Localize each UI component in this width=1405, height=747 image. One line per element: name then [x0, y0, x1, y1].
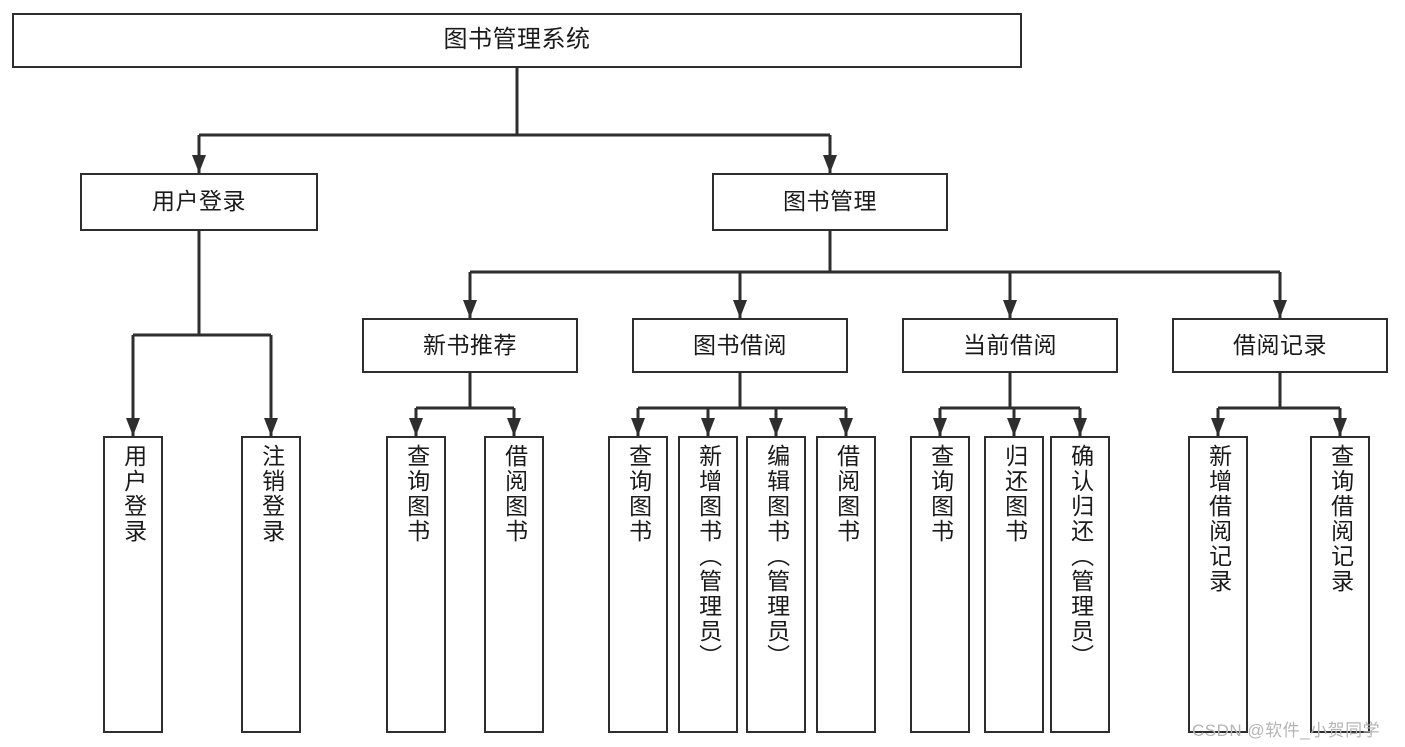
leaf-add-book-admin[interactable]: 新增图书（管理员）	[678, 436, 738, 733]
node-label: 注销登录	[258, 444, 285, 544]
node-label: 图书管理系统	[443, 26, 591, 54]
leaf-user-login[interactable]: 用户登录	[103, 436, 163, 733]
node-label: 查询图书	[927, 444, 954, 544]
node-label: 借阅记录	[1233, 331, 1327, 358]
node-root-book-management-system[interactable]: 图书管理系统	[12, 13, 1022, 68]
node-label: 图书借阅	[693, 331, 787, 358]
node-label: 当前借阅	[963, 331, 1057, 358]
node-label: 编辑图书（管理员）	[763, 444, 790, 669]
node-book-borrowing[interactable]: 图书借阅	[632, 318, 848, 373]
leaf-borrow-book-borrowing[interactable]: 借阅图书	[816, 436, 876, 733]
node-label: 用户登录	[120, 444, 147, 544]
node-current-borrowing[interactable]: 当前借阅	[902, 318, 1118, 373]
leaf-query-book-recommendation[interactable]: 查询图书	[386, 436, 446, 733]
csdn-watermark: CSDN @软件_小贺同学	[1192, 721, 1381, 740]
node-label: 新增借阅记录	[1205, 444, 1232, 594]
leaf-confirm-return-admin[interactable]: 确认归还（管理员）	[1050, 436, 1110, 733]
node-book-management[interactable]: 图书管理	[712, 173, 948, 231]
node-label: 查询借阅记录	[1327, 444, 1354, 594]
node-borrowing-records[interactable]: 借阅记录	[1172, 318, 1388, 373]
leaf-borrow-book-recommendation[interactable]: 借阅图书	[484, 436, 544, 733]
leaf-query-book-current[interactable]: 查询图书	[910, 436, 970, 733]
node-label: 查询图书	[625, 444, 652, 544]
node-label: 用户登录	[152, 188, 246, 215]
node-label: 新书推荐	[423, 331, 517, 358]
leaf-query-borrowing-record[interactable]: 查询借阅记录	[1310, 436, 1370, 733]
node-user-login[interactable]: 用户登录	[80, 173, 318, 231]
leaf-query-book-borrowing[interactable]: 查询图书	[608, 436, 668, 733]
leaf-add-borrowing-record[interactable]: 新增借阅记录	[1188, 436, 1248, 733]
leaf-edit-book-admin[interactable]: 编辑图书（管理员）	[746, 436, 806, 733]
node-label: 归还图书	[1001, 444, 1028, 544]
node-label: 确认归还（管理员）	[1067, 444, 1094, 669]
node-label: 借阅图书	[833, 444, 860, 544]
node-label: 新增图书（管理员）	[695, 444, 722, 669]
leaf-logout[interactable]: 注销登录	[241, 436, 301, 733]
node-new-book-recommendation[interactable]: 新书推荐	[362, 318, 578, 373]
node-label: 查询图书	[403, 444, 430, 544]
node-label: 图书管理	[783, 188, 877, 215]
node-label: 借阅图书	[501, 444, 528, 544]
leaf-return-book[interactable]: 归还图书	[984, 436, 1044, 733]
